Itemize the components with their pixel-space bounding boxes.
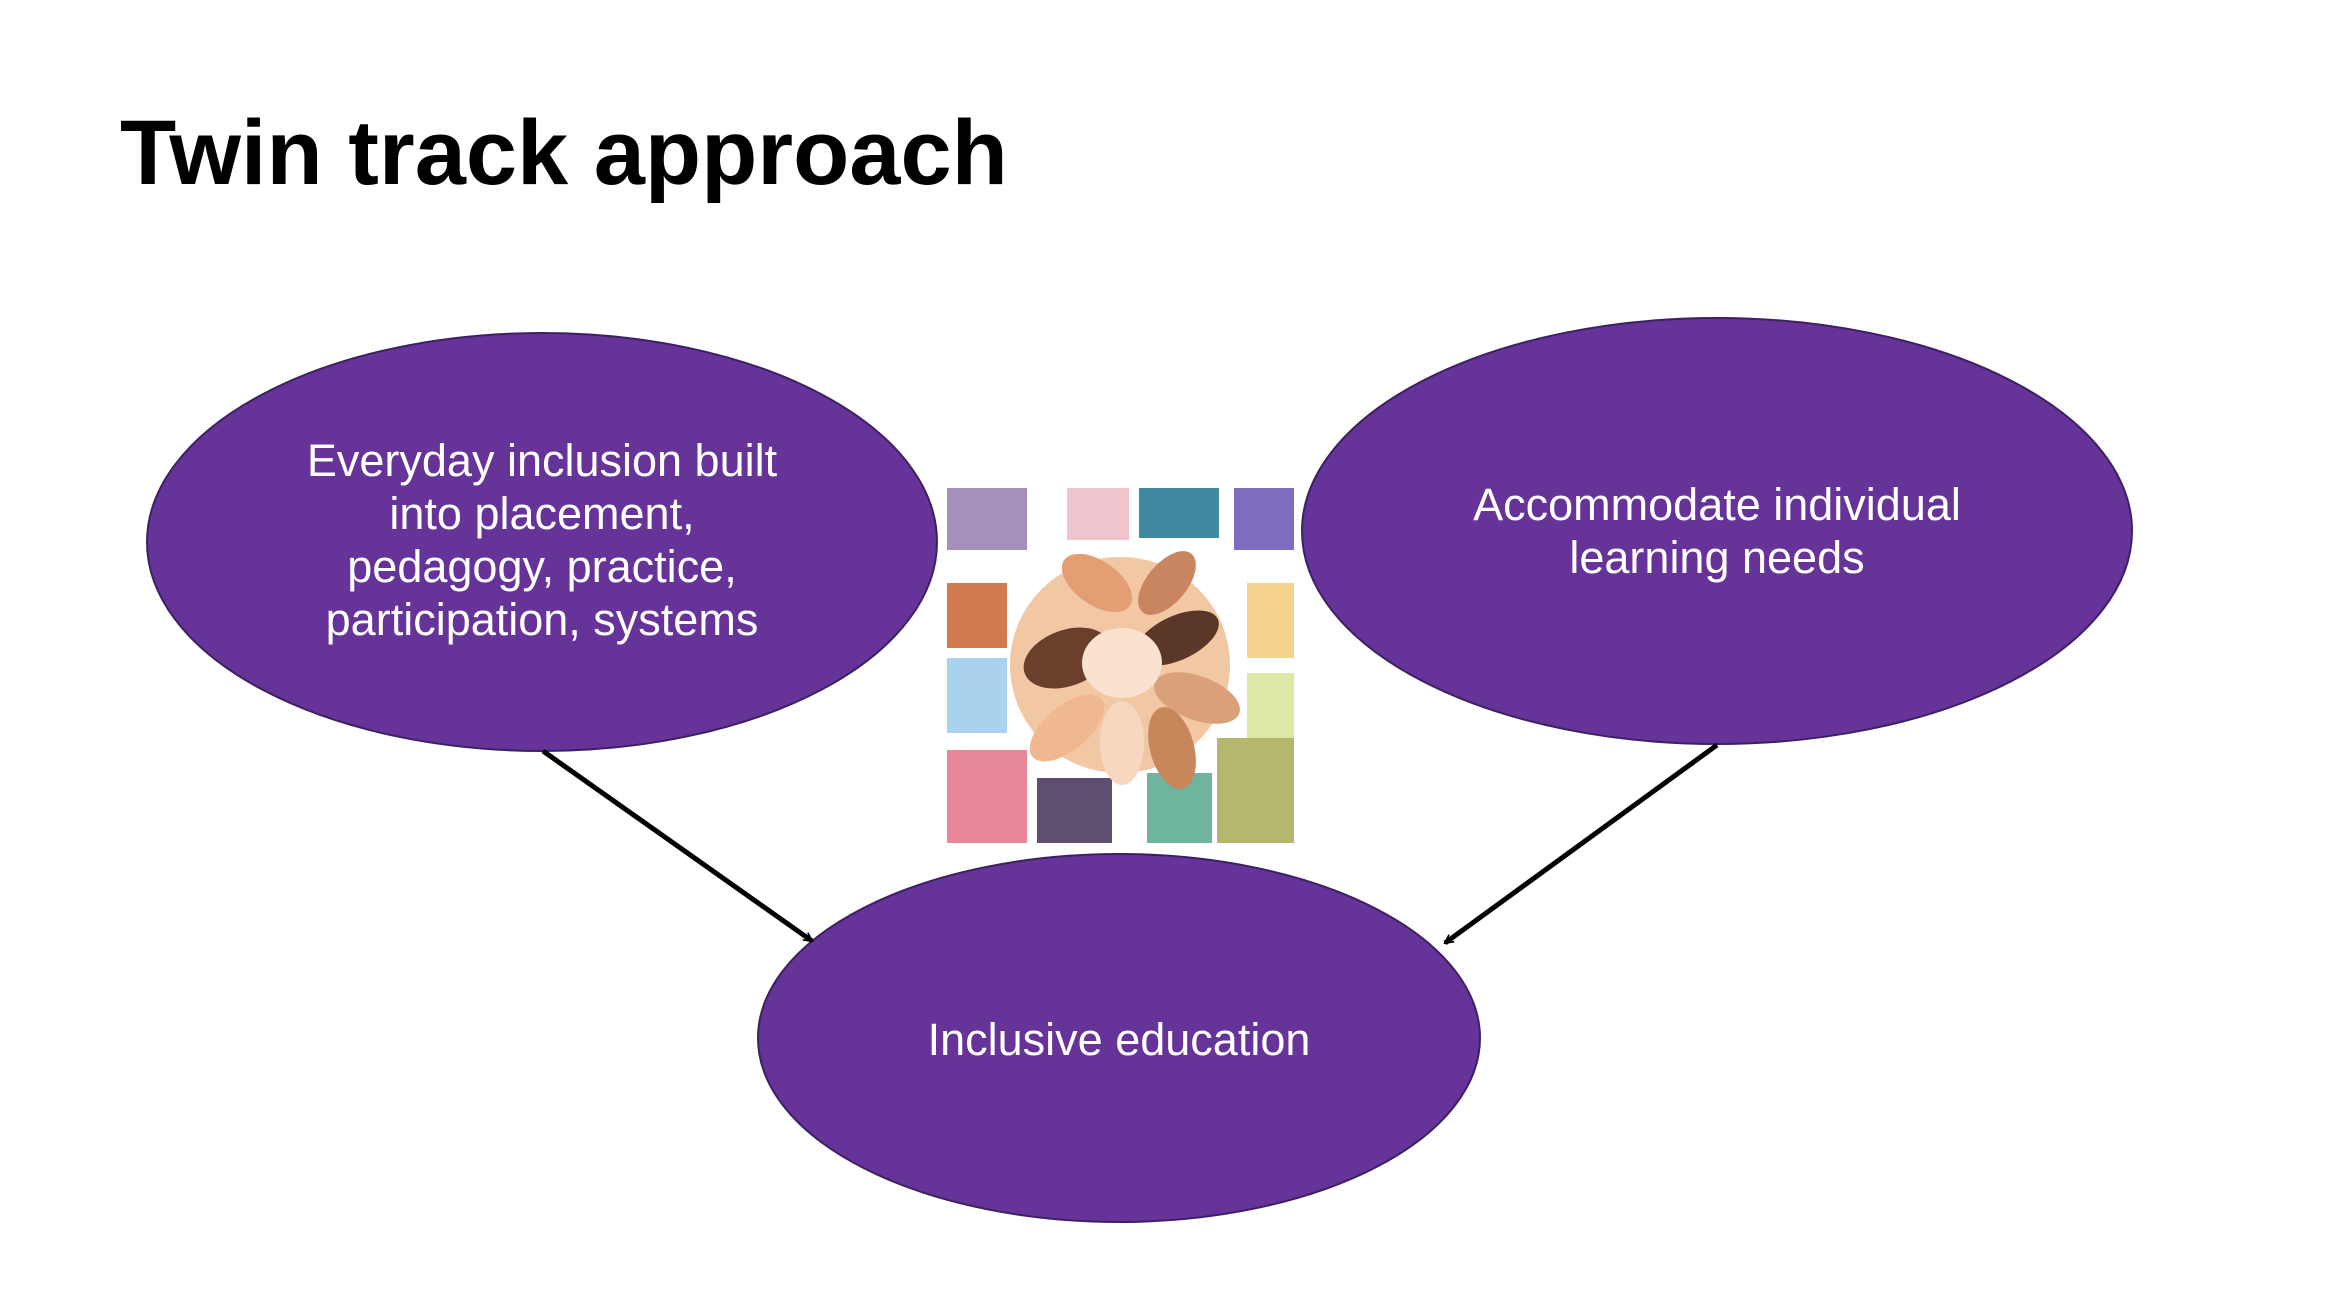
node-individual-needs-label: Accommodate individual learning needs xyxy=(1473,479,1961,583)
node-inclusive-education-label: Inclusive education xyxy=(927,1014,1311,1065)
arrow-individual-to-inclusive xyxy=(1445,742,1719,946)
node-everyday-inclusion-label: Everyday inclusion built into placement,… xyxy=(306,435,778,645)
node-inclusive-education xyxy=(757,853,1481,1223)
node-everyday-inclusion xyxy=(146,332,938,752)
arrow-everyday-to-inclusive xyxy=(541,748,812,944)
node-individual-needs xyxy=(1301,317,2133,745)
diverse-hands-together-icon xyxy=(947,488,1294,843)
slide-title: Twin track approach xyxy=(120,102,1008,204)
